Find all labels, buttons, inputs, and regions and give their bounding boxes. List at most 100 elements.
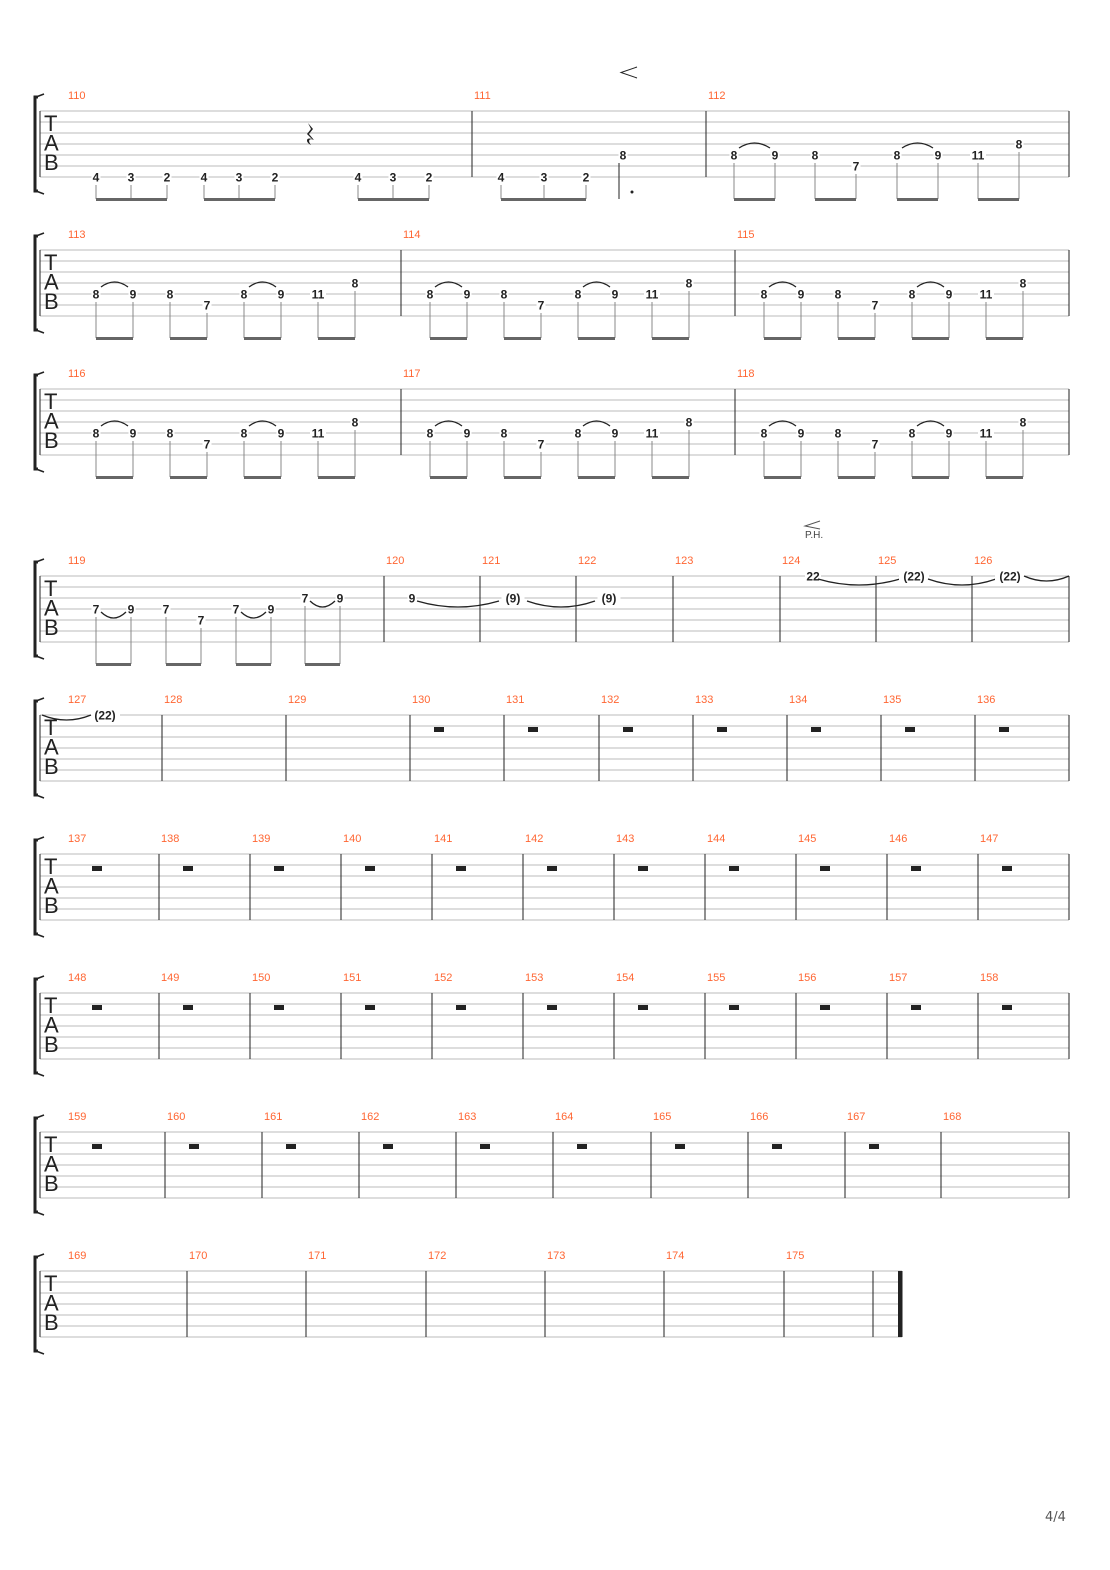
measure-number: 159 — [68, 1111, 86, 1123]
fret-number: 8 — [167, 288, 174, 302]
fret-number: 9 — [130, 427, 137, 441]
tab-clef-letter: A — [44, 1152, 59, 1177]
fret-bg — [276, 427, 286, 439]
fret-bg — [597, 592, 621, 604]
fret-bg — [91, 288, 101, 300]
fret-number: 9 — [337, 592, 344, 606]
measure-number: 127 — [68, 694, 86, 706]
tie-arc — [41, 714, 92, 721]
fret-bg — [970, 149, 986, 161]
fret-number: 3 — [128, 171, 135, 185]
beam — [815, 198, 856, 201]
measure-162: 162 — [361, 1111, 393, 1149]
fret-bg — [610, 288, 620, 300]
fret-bg — [425, 427, 435, 439]
measure-number: 165 — [653, 1111, 671, 1123]
whole-rest — [911, 1005, 921, 1010]
fret-bg — [573, 288, 583, 300]
beam — [734, 198, 775, 201]
fret-number: 2 — [583, 171, 590, 185]
tie-arc — [738, 142, 771, 149]
system-bracket-hook — [35, 93, 45, 195]
measure-138: 138 — [161, 833, 193, 871]
fret-number: 7 — [93, 603, 100, 617]
fret-number: 7 — [872, 438, 879, 452]
whole-rest — [383, 1144, 393, 1149]
tie-arc — [768, 420, 797, 427]
fret-number: 3 — [541, 171, 548, 185]
measure-number: 133 — [695, 694, 713, 706]
fret-number: 8 — [761, 427, 768, 441]
fret-bg — [462, 288, 472, 300]
measure-number: 149 — [161, 972, 179, 984]
fret-bg — [796, 288, 806, 300]
measure-number: 119 — [68, 555, 86, 567]
fret-bg — [995, 570, 1025, 582]
tab-clef-letter: A — [44, 874, 59, 899]
measure-160: 160 — [167, 1111, 199, 1149]
tie-arc — [434, 420, 463, 427]
beam — [578, 476, 615, 479]
fret-number: 7 — [538, 438, 545, 452]
fret-number: 8 — [731, 149, 738, 163]
measure-126: 126(22) — [974, 555, 1070, 584]
measure-number: 132 — [601, 694, 619, 706]
measure-148: 148 — [68, 972, 102, 1010]
fret-number: 8 — [575, 288, 582, 302]
measure-number: 172 — [428, 1250, 446, 1262]
beam — [96, 337, 133, 340]
measure-130: 130 — [412, 694, 444, 732]
whole-rest — [92, 1005, 102, 1010]
tab-clef-letter: B — [44, 1310, 59, 1335]
measure-number: 153 — [525, 972, 543, 984]
fret-number: 8 — [761, 288, 768, 302]
measure-number: 115 — [737, 229, 755, 241]
measure-number: 124 — [782, 555, 800, 567]
tab-clef-letter: T — [44, 993, 57, 1018]
whole-rest — [183, 866, 193, 871]
tab-clef-letter: T — [44, 1132, 57, 1157]
measure-number: 145 — [798, 833, 816, 845]
measure-166: 166 — [750, 1111, 782, 1149]
beam — [912, 476, 949, 479]
fret-number: 7 — [163, 603, 170, 617]
whole-rest — [820, 1005, 830, 1010]
tie-arc — [100, 420, 129, 427]
measure-number: 114 — [403, 229, 421, 241]
fret-number: 7 — [538, 299, 545, 313]
beam — [96, 198, 167, 201]
whole-rest — [1002, 866, 1012, 871]
measure-number: 147 — [980, 833, 998, 845]
fret-bg — [234, 171, 244, 183]
fret-bg — [300, 592, 310, 604]
measure-172: 172 — [428, 1250, 446, 1262]
fret-number: 4 — [93, 171, 100, 185]
fret-bg — [539, 171, 549, 183]
fret-number: 8 — [1020, 416, 1027, 430]
fret-bg — [870, 438, 880, 450]
fret-number: 9 — [278, 288, 285, 302]
tab-clef-letter: A — [44, 1013, 59, 1038]
tie-arc — [248, 420, 277, 427]
measure-number: 120 — [386, 555, 404, 567]
whole-rest — [183, 1005, 193, 1010]
system-bracket — [33, 977, 38, 1075]
fret-number: 9 — [612, 288, 619, 302]
whole-rest — [92, 1144, 102, 1149]
fret-bg — [239, 427, 249, 439]
fret-number: 8 — [241, 427, 248, 441]
fret-number: 8 — [93, 427, 100, 441]
measure-146: 146 — [889, 833, 921, 871]
measure-123: 123 — [675, 555, 693, 567]
fret-number: 8 — [1016, 138, 1023, 152]
fret-bg — [199, 171, 209, 183]
measure-number: 112 — [708, 90, 726, 102]
measure-153: 153 — [525, 972, 557, 1010]
fret-bg — [899, 570, 929, 582]
tie-arc — [416, 600, 500, 608]
